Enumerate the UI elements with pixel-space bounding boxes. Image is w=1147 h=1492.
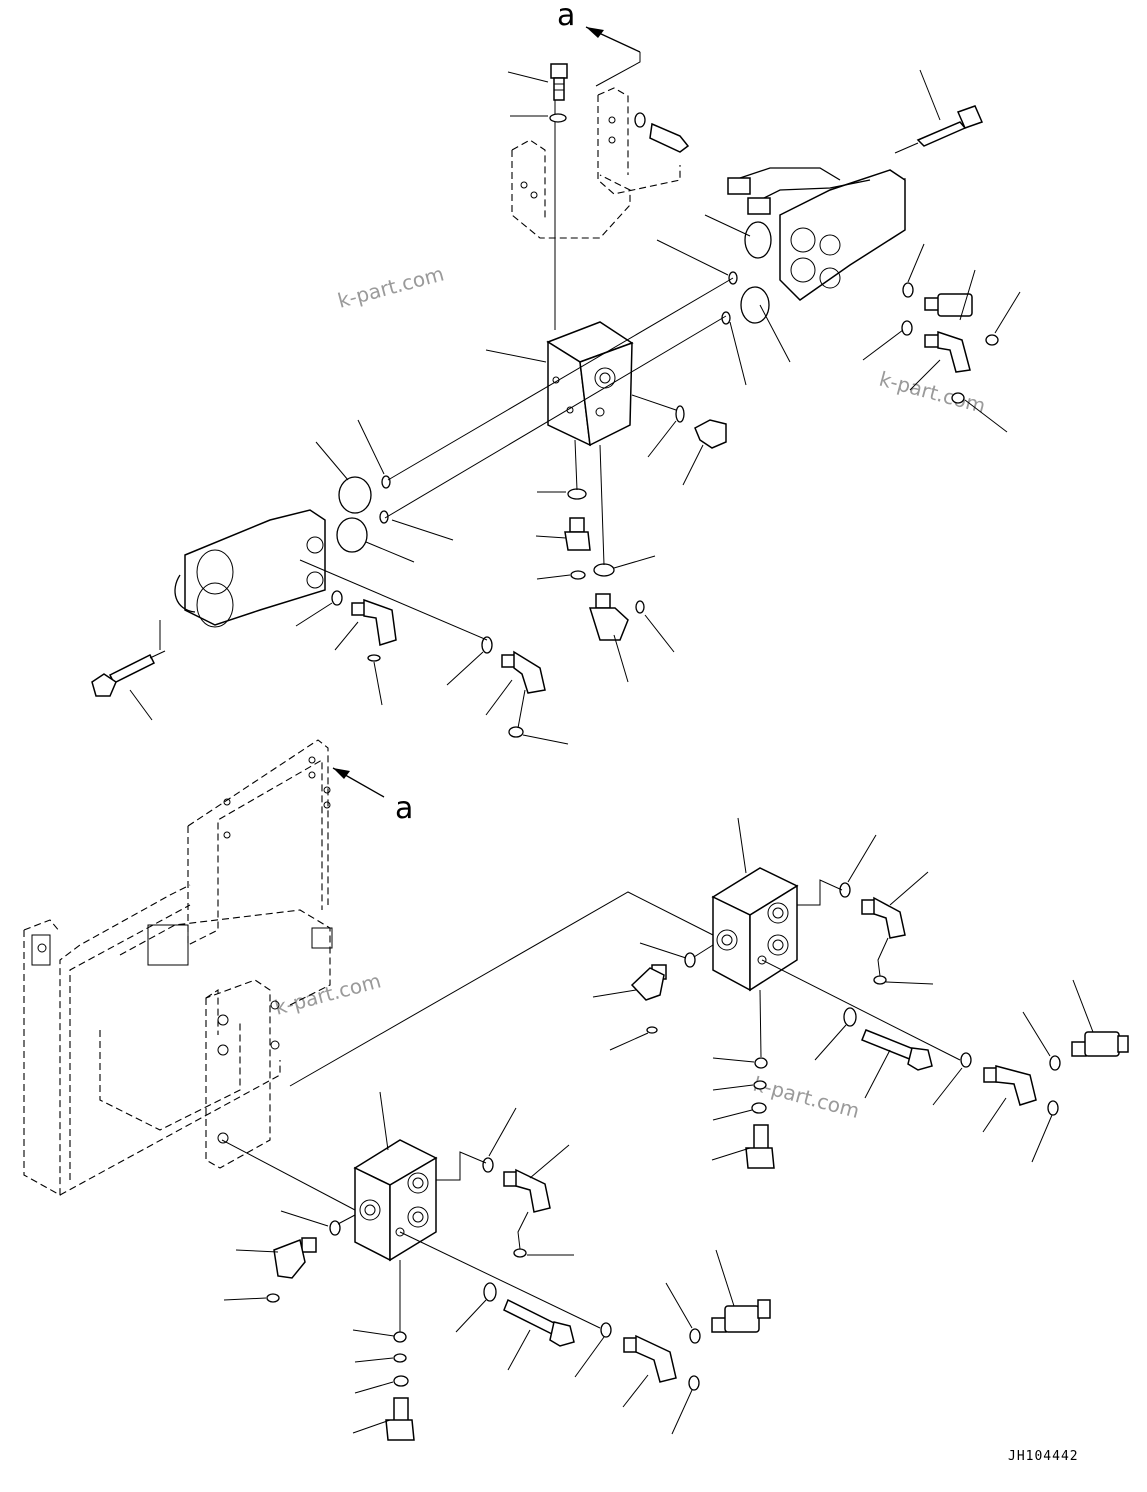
washer-top (549, 113, 567, 123)
o-ring-bl-8 (393, 1331, 407, 1343)
o-ring-br-1 (839, 882, 851, 898)
nipple-fitting-bottom-right (745, 1124, 775, 1169)
leader-lines-bottom (223, 817, 1094, 1435)
elbow-fitting-left-top (351, 598, 397, 646)
o-ring-12 (381, 475, 391, 489)
o-ring-bl-2 (513, 1248, 527, 1258)
o-ring-19 (481, 636, 493, 654)
valve-block-bottom-right (711, 867, 799, 992)
o-ring-br-7 (1047, 1100, 1059, 1116)
o-ring-1 (744, 221, 772, 259)
elbow-fitting-bottom-right-2 (630, 964, 667, 1001)
o-ring-bl-9 (393, 1353, 407, 1363)
elbow-fitting-bottom-left-1 (503, 1168, 551, 1213)
o-ring-br-6 (1049, 1055, 1061, 1071)
leader-lines-top (129, 69, 1021, 745)
nipple-fitting-top (564, 517, 591, 551)
o-ring-6 (901, 320, 913, 336)
washer-bl (483, 1282, 497, 1302)
o-ring-bl-5 (600, 1322, 612, 1338)
o-ring-17 (635, 600, 645, 614)
o-ring-br-5 (960, 1052, 972, 1068)
washer-br (843, 1007, 857, 1027)
mounting-bracket-top (511, 87, 681, 239)
valve-block-top (546, 321, 634, 447)
o-ring-14 (567, 488, 587, 500)
callout-label-mid: a (395, 791, 413, 826)
bolt-bottom-left (503, 1298, 575, 1347)
o-ring-2 (740, 286, 770, 324)
o-ring-bl-1 (482, 1157, 494, 1173)
o-ring-bl-3 (329, 1220, 341, 1236)
frame-plate-lower (205, 979, 280, 1169)
assembly-lines-bottom (221, 879, 961, 1332)
bolt-top (550, 63, 568, 330)
o-ring-5 (902, 282, 914, 298)
valve-block-bottom-left (353, 1139, 438, 1262)
nipple-fitting-bottom-left (385, 1397, 415, 1441)
callout-arrow-top (585, 26, 641, 87)
plug-top (694, 419, 727, 449)
elbow-fitting-bottom-left-3 (623, 1334, 677, 1383)
o-ring-20 (367, 654, 381, 662)
elbow-fitting-bottom-right-1 (861, 896, 906, 939)
bracket-bolt-small (634, 112, 690, 153)
frame-main (23, 884, 333, 1196)
o-ring-br-8 (754, 1057, 768, 1069)
o-ring-18 (331, 590, 343, 606)
o-ring-13 (379, 510, 389, 524)
drawing-code: JH104442 (1008, 1449, 1079, 1464)
solenoid-valve-left-top (174, 509, 326, 628)
o-ring-9 (675, 405, 685, 423)
bolt-bottom-right (861, 1029, 933, 1071)
o-ring-7 (985, 334, 999, 346)
o-ring-21 (508, 726, 524, 738)
o-ring-bl-10 (393, 1375, 409, 1387)
o-ring-bl-6 (689, 1328, 701, 1344)
o-ring-br-3 (873, 975, 887, 985)
o-ring-br-4 (646, 1026, 658, 1034)
callout-arrow-mid (332, 767, 385, 798)
watermark-1: k-part.com (335, 261, 446, 312)
pressure-switch-bottom-right (1071, 1031, 1129, 1057)
assembly-lines-top (159, 178, 906, 729)
o-ring-br-9 (753, 1080, 767, 1090)
watermark-4: k-part.com (751, 1072, 862, 1123)
o-ring-11 (336, 517, 368, 553)
frame-plate-vertical (187, 739, 331, 946)
o-ring-15 (570, 570, 586, 580)
elbow-fitting-center-top (501, 650, 546, 694)
pressure-switch-bottom-left (711, 1299, 771, 1333)
o-ring-10 (338, 476, 372, 514)
bolt-right-top (894, 105, 984, 154)
o-ring-8 (951, 392, 965, 404)
elbow-fitting-bottom-right-3 (983, 1065, 1037, 1106)
o-ring-br-2 (684, 952, 696, 968)
o-ring-bl-4 (266, 1293, 280, 1303)
callout-label-top: a (557, 0, 575, 33)
o-ring-16 (593, 563, 615, 577)
bolt-left-top (91, 650, 166, 697)
elbow-fitting-right-top (924, 330, 971, 373)
elbow-fitting-bottom-left-2 (273, 1237, 317, 1279)
o-ring-bl-7 (688, 1375, 700, 1391)
o-ring-br-10 (751, 1102, 767, 1114)
tee-fitting-top (588, 593, 629, 641)
watermark-3: k-part.com (272, 968, 383, 1019)
pressure-switch-right-top (924, 293, 973, 317)
watermark-2: k-part.com (877, 367, 988, 418)
solenoid-valve-right-top (727, 167, 906, 301)
